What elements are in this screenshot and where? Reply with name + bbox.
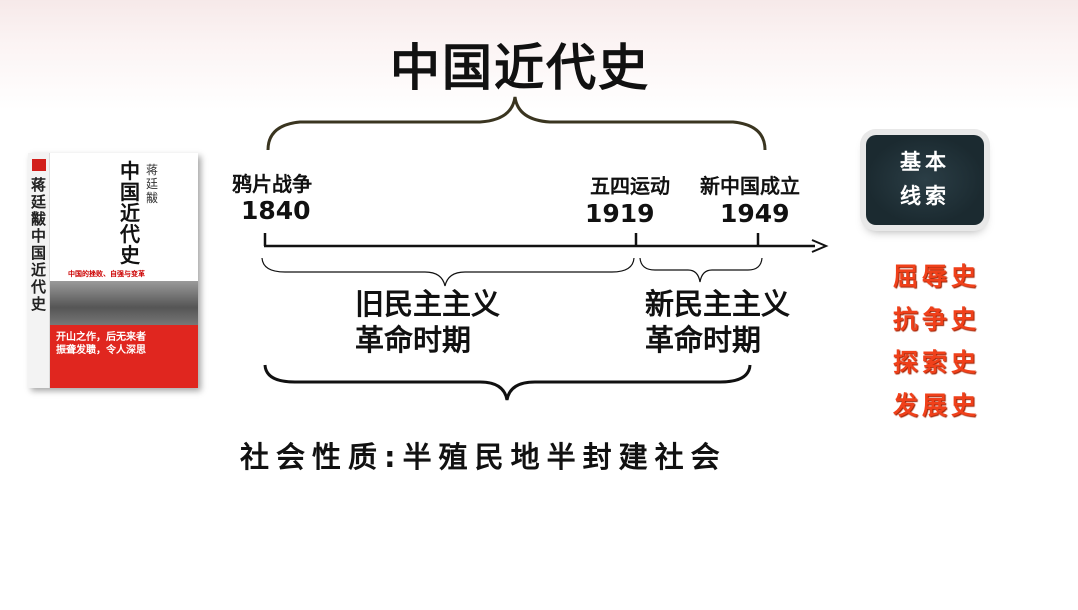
period-line2: 革命时期 — [645, 323, 762, 357]
event-year-1919: 1919 — [585, 199, 655, 228]
history-item: 屈辱史 — [893, 262, 981, 291]
history-item: 探索史 — [893, 348, 981, 377]
book-slogan: 开山之作，后无来者 振聋发聩，令人深思 — [56, 331, 146, 357]
bottom-brace — [263, 364, 752, 401]
book-spine-title: 蒋廷黻中国近代史 — [31, 176, 47, 313]
period-new-democratic: 新民主主义 革命时期 — [645, 286, 790, 358]
brace-old-democratic — [261, 257, 635, 287]
event-year-1949: 1949 — [720, 199, 790, 228]
period-line1: 新民主主义 — [645, 287, 791, 321]
period-old-democratic: 旧民主主义 革命时期 — [355, 286, 500, 358]
event-name-prc-founding: 新中国成立 — [700, 174, 800, 198]
brace-new-democratic — [639, 257, 763, 283]
event-name-opium-war: 鸦片战争 — [232, 172, 312, 196]
book-photo — [50, 281, 198, 325]
book-slogan-2: 振聋发聩，令人深思 — [56, 345, 146, 356]
book-author: 蒋廷黻 — [146, 163, 159, 205]
book-slogan-1: 开山之作，后无来者 — [56, 332, 146, 343]
book-title: 中国近代史 — [120, 159, 140, 267]
book-spine — [28, 153, 50, 388]
period-line1: 旧民主主义 — [355, 287, 501, 321]
top-brace — [266, 96, 767, 151]
book-red-band — [50, 325, 198, 388]
panel-line2: 线索 — [900, 183, 950, 208]
event-name-may-fourth: 五四运动 — [590, 174, 670, 198]
period-line2: 革命时期 — [355, 323, 472, 357]
book-subtitle: 中国的挫败、自强与变革 — [68, 270, 145, 278]
basic-clue-panel: 基本 线索 — [866, 135, 984, 225]
timeline-arrow — [811, 239, 829, 253]
history-item: 抗争史 — [893, 305, 981, 334]
panel-line1: 基本 — [900, 149, 950, 174]
publisher-logo-icon — [32, 159, 46, 171]
event-year-1840: 1840 — [241, 196, 311, 225]
book-cover-image: 蒋廷黻中国近代史 中国近代史 蒋廷黻 中国的挫败、自强与变革 开山之作，后无来者… — [28, 153, 198, 388]
page-title: 中国近代史 — [390, 39, 650, 97]
social-nature-text: 社会性质:半殖民地半封建社会 — [240, 440, 727, 474]
history-item: 发展史 — [893, 391, 981, 420]
